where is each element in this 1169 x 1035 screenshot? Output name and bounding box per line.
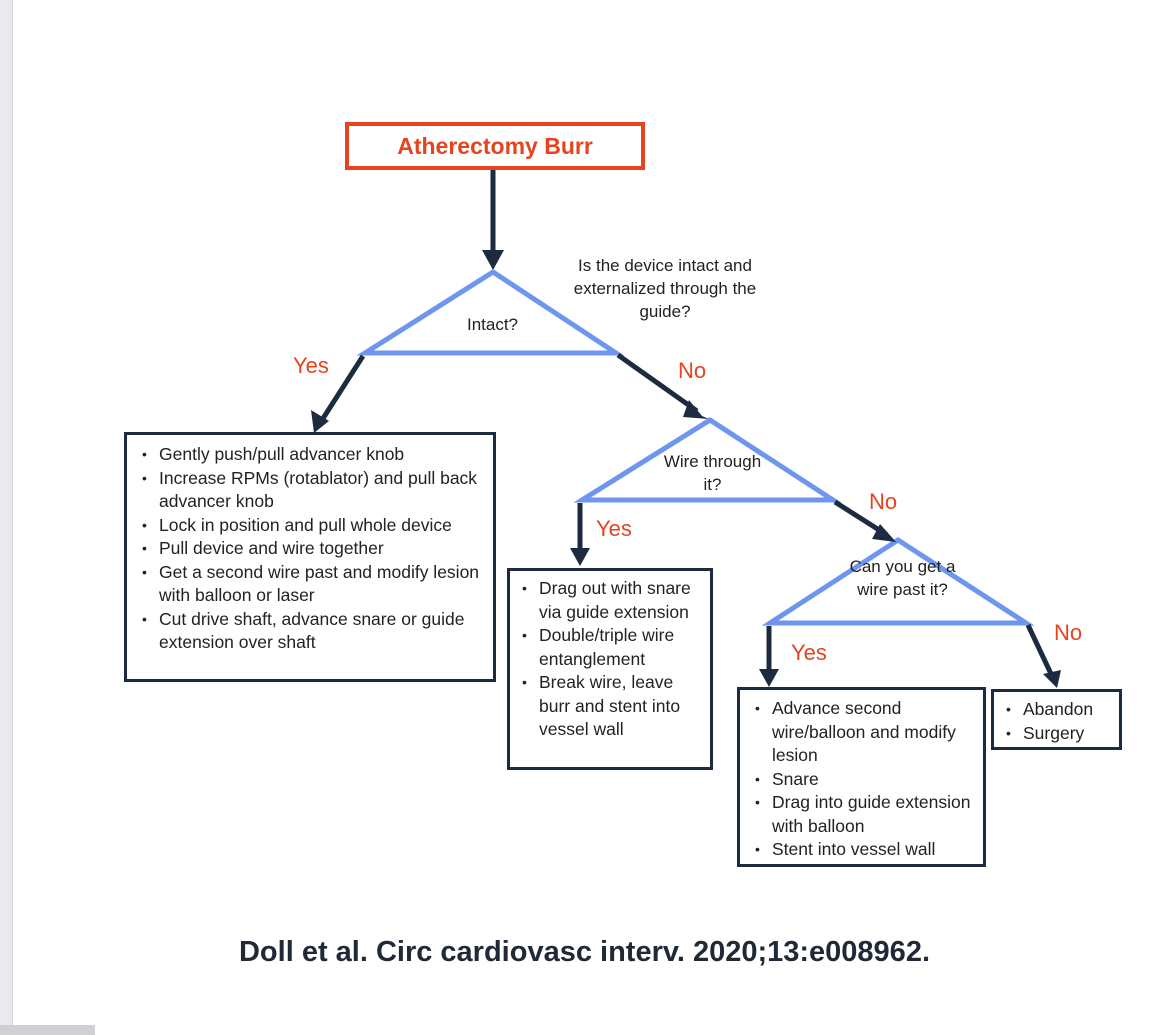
decision-intact-label: Intact? — [466, 315, 519, 334]
list-item: Stent into vessel wall — [748, 838, 977, 862]
decision-triangle-intact — [356, 269, 625, 356]
box-intact-yes-actions: Gently push/pull advancer knob Increase … — [124, 432, 496, 682]
list-item: Drag into guide extension with balloon — [748, 791, 977, 838]
box-wire-past-yes-actions: Advance second wire/balloon and modify l… — [737, 687, 986, 867]
citation-text: Doll et al. Circ cardiovasc interv. 2020… — [238, 936, 930, 968]
window-edge-left — [0, 0, 13, 1035]
label-no-wire: No — [869, 489, 898, 514]
label-yes-wire: Yes — [596, 516, 632, 541]
arrow-intact-yes — [319, 354, 366, 422]
decision-wire-past-label: Can you get a wire past it? — [849, 557, 956, 599]
list-item: Gently push/pull advancer knob — [135, 443, 487, 467]
label-yes-wire-past: Yes — [791, 640, 827, 665]
list-item: Snare — [748, 768, 977, 792]
list-wire-past-no: Abandon Surgery — [999, 698, 1115, 745]
title-text: Atherectomy Burr — [397, 132, 593, 159]
main-question: Is the device intact and externalized th… — [573, 256, 757, 321]
label-yes-intact: Yes — [293, 353, 329, 378]
label-no-wire-past: No — [1054, 620, 1083, 645]
list-item: Break wire, leave burr and stent into ve… — [515, 671, 704, 742]
box-wire-past-no-actions: Abandon Surgery — [991, 689, 1122, 750]
list-item: Double/triple wire entanglement — [515, 624, 704, 671]
arrowhead-wire-no — [872, 524, 896, 542]
list-item: Surgery — [999, 722, 1115, 746]
arrow-intact-no — [616, 352, 699, 414]
arrowhead-title-to-intact — [482, 250, 504, 270]
list-item: Drag out with snare via guide extension — [515, 577, 704, 624]
decision-wire-label: Wire through it? — [663, 452, 762, 494]
list-item: Pull device and wire together — [135, 537, 487, 561]
list-intact-yes: Gently push/pull advancer knob Increase … — [135, 443, 487, 655]
list-item: Abandon — [999, 698, 1115, 722]
list-item: Advance second wire/balloon and modify l… — [748, 697, 977, 768]
arrowhead-wire-yes — [570, 548, 590, 566]
arrowhead-wire-past-yes — [759, 669, 779, 687]
list-item: Increase RPMs (rotablator) and pull back… — [135, 467, 487, 514]
box-wire-yes-actions: Drag out with snare via guide extension … — [507, 568, 713, 770]
arrow-wire-past-no — [1025, 623, 1055, 678]
arrowhead-intact-yes — [311, 410, 329, 433]
arrowhead-intact-no — [683, 400, 709, 419]
arrowhead-wire-past-no — [1043, 670, 1061, 688]
list-item: Get a second wire past and modify lesion… — [135, 561, 487, 608]
list-item: Cut drive shaft, advance snare or guide … — [135, 608, 487, 655]
title-box: Atherectomy Burr — [345, 122, 645, 170]
window-edge-bottom — [0, 1025, 95, 1035]
decision-triangle-wire-past — [761, 537, 1035, 626]
decision-triangle-wire — [573, 417, 842, 503]
list-item: Lock in position and pull whole device — [135, 514, 487, 538]
label-no-intact: No — [678, 358, 707, 383]
list-wire-past-yes: Advance second wire/balloon and modify l… — [748, 697, 977, 862]
list-wire-yes: Drag out with snare via guide extension … — [515, 577, 704, 742]
